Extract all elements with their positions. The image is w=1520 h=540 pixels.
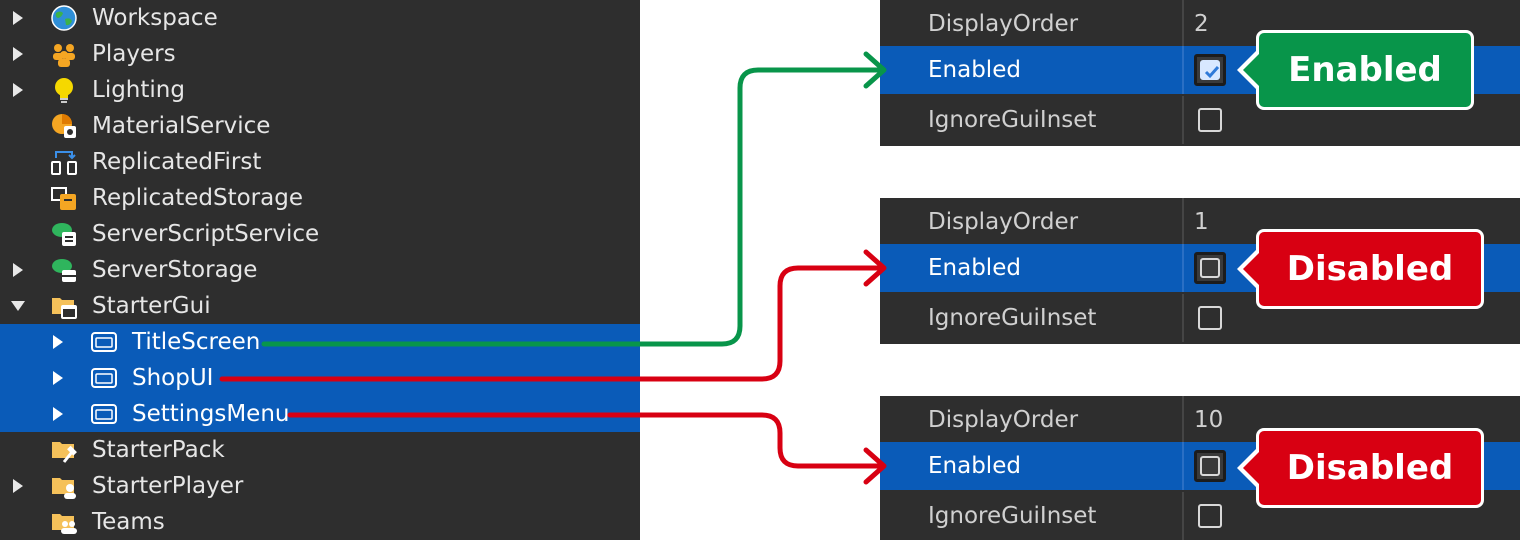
explorer-panel: Workspace Players Lighting MaterialServi…	[0, 0, 640, 540]
tree-item-workspace[interactable]: Workspace	[0, 0, 640, 36]
tree-item-replicated-storage[interactable]: ReplicatedStorage	[0, 180, 640, 216]
expand-arrow-icon[interactable]	[10, 82, 26, 98]
column-divider	[1182, 198, 1184, 246]
teams-folder-icon	[50, 508, 78, 536]
property-row-display-order[interactable]: DisplayOrder 1	[880, 198, 1520, 246]
column-divider	[1182, 0, 1184, 48]
property-row-display-order[interactable]: DisplayOrder 2	[880, 0, 1520, 48]
tree-item-label: Workspace	[92, 5, 218, 31]
ignore-gui-inset-checkbox[interactable]	[1198, 108, 1222, 132]
starter-player-folder-icon	[50, 472, 78, 500]
enabled-checkbox[interactable]	[1194, 252, 1226, 284]
expand-arrow-icon[interactable]	[10, 10, 26, 26]
tree-item-starter-pack[interactable]: StarterPack	[0, 432, 640, 468]
property-name: Enabled	[928, 255, 1021, 281]
tree-item-label: StarterGui	[92, 293, 211, 319]
tree-item-label: StarterPlayer	[92, 473, 244, 499]
expand-arrow-icon[interactable]	[10, 262, 26, 278]
starter-gui-folder-icon	[50, 292, 78, 320]
enabled-checkbox[interactable]	[1194, 54, 1226, 86]
lightbulb-icon	[50, 76, 78, 104]
property-row-display-order[interactable]: DisplayOrder 10	[880, 396, 1520, 444]
property-name: DisplayOrder	[928, 407, 1079, 433]
property-name: IgnoreGuiInset	[928, 503, 1097, 529]
tree-item-label: Players	[92, 41, 176, 67]
ignore-gui-inset-checkbox[interactable]	[1198, 504, 1222, 528]
replicated-storage-icon	[50, 184, 78, 212]
property-name: IgnoreGuiInset	[928, 305, 1097, 331]
disabled-callout-badge: Disabled	[1237, 229, 1484, 309]
collapse-arrow-icon[interactable]	[10, 298, 26, 314]
column-divider	[1182, 442, 1184, 490]
expand-arrow-icon[interactable]	[50, 370, 66, 386]
column-divider	[1182, 244, 1184, 292]
tree-item-label: Lighting	[92, 77, 185, 103]
tree-item-teams[interactable]: Teams	[0, 504, 640, 540]
tree-item-starter-gui[interactable]: StarterGui	[0, 288, 640, 324]
tree-item-label: ServerScriptService	[92, 221, 320, 247]
property-row-ignore-gui-inset[interactable]: IgnoreGuiInset	[880, 492, 1520, 540]
properties-panel-shop-ui: DisplayOrder 1 Enabled IgnoreGuiInset	[880, 198, 1520, 344]
column-divider	[1182, 492, 1184, 540]
globe-icon	[50, 4, 78, 32]
property-name: Enabled	[928, 57, 1021, 83]
tree-item-material-service[interactable]: MaterialService	[0, 108, 640, 144]
material-service-icon	[50, 112, 78, 140]
tree-item-label: Teams	[92, 509, 165, 535]
connector-green-arrow	[261, 51, 887, 347]
expand-arrow-icon[interactable]	[50, 406, 66, 422]
property-row-ignore-gui-inset[interactable]: IgnoreGuiInset	[880, 96, 1520, 144]
ignore-gui-inset-checkbox[interactable]	[1198, 306, 1222, 330]
tree-item-label: SettingsMenu	[132, 401, 290, 427]
property-value-display-order[interactable]: 1	[1194, 209, 1209, 235]
server-storage-icon	[50, 256, 78, 284]
players-icon	[50, 40, 78, 68]
tree-item-server-storage[interactable]: ServerStorage	[0, 252, 640, 288]
server-script-service-icon	[50, 220, 78, 248]
tree-item-label: ShopUI	[132, 365, 214, 391]
tree-item-lighting[interactable]: Lighting	[0, 72, 640, 108]
screen-gui-icon	[90, 364, 118, 392]
tree-item-label: MaterialService	[92, 113, 271, 139]
property-value-display-order[interactable]: 2	[1194, 11, 1209, 37]
property-name: DisplayOrder	[928, 209, 1079, 235]
property-value-display-order[interactable]: 10	[1194, 407, 1224, 433]
enabled-callout-badge: Enabled	[1237, 30, 1474, 110]
expand-arrow-icon[interactable]	[10, 478, 26, 494]
property-name: IgnoreGuiInset	[928, 107, 1097, 133]
disabled-callout-badge: Disabled	[1237, 428, 1484, 508]
tree-item-label: ReplicatedFirst	[92, 149, 262, 175]
column-divider	[1182, 46, 1184, 94]
expand-arrow-icon[interactable]	[10, 46, 26, 62]
connector-red-arrow-settings-menu	[287, 412, 887, 485]
column-divider	[1182, 396, 1184, 444]
property-name: DisplayOrder	[928, 11, 1079, 37]
enabled-checkbox[interactable]	[1194, 450, 1226, 482]
column-divider	[1182, 96, 1184, 144]
tree-item-label: StarterPack	[92, 437, 225, 463]
expand-arrow-icon[interactable]	[50, 334, 66, 350]
starter-pack-folder-icon	[50, 436, 78, 464]
tree-item-server-script-service[interactable]: ServerScriptService	[0, 216, 640, 252]
tree-item-label: ReplicatedStorage	[92, 185, 303, 211]
tree-item-starter-player[interactable]: StarterPlayer	[0, 468, 640, 504]
column-divider	[1182, 294, 1184, 342]
property-row-ignore-gui-inset[interactable]: IgnoreGuiInset	[880, 294, 1520, 342]
tree-item-replicated-first[interactable]: ReplicatedFirst	[0, 144, 640, 180]
property-name: Enabled	[928, 453, 1021, 479]
tree-item-players[interactable]: Players	[0, 36, 640, 72]
replicated-first-icon	[50, 148, 78, 176]
screen-gui-icon	[90, 400, 118, 428]
screen-gui-icon	[90, 328, 118, 356]
tree-item-label: ServerStorage	[92, 257, 258, 283]
tree-item-label: TitleScreen	[132, 329, 261, 355]
connector-red-arrow-shop-ui	[219, 249, 887, 382]
